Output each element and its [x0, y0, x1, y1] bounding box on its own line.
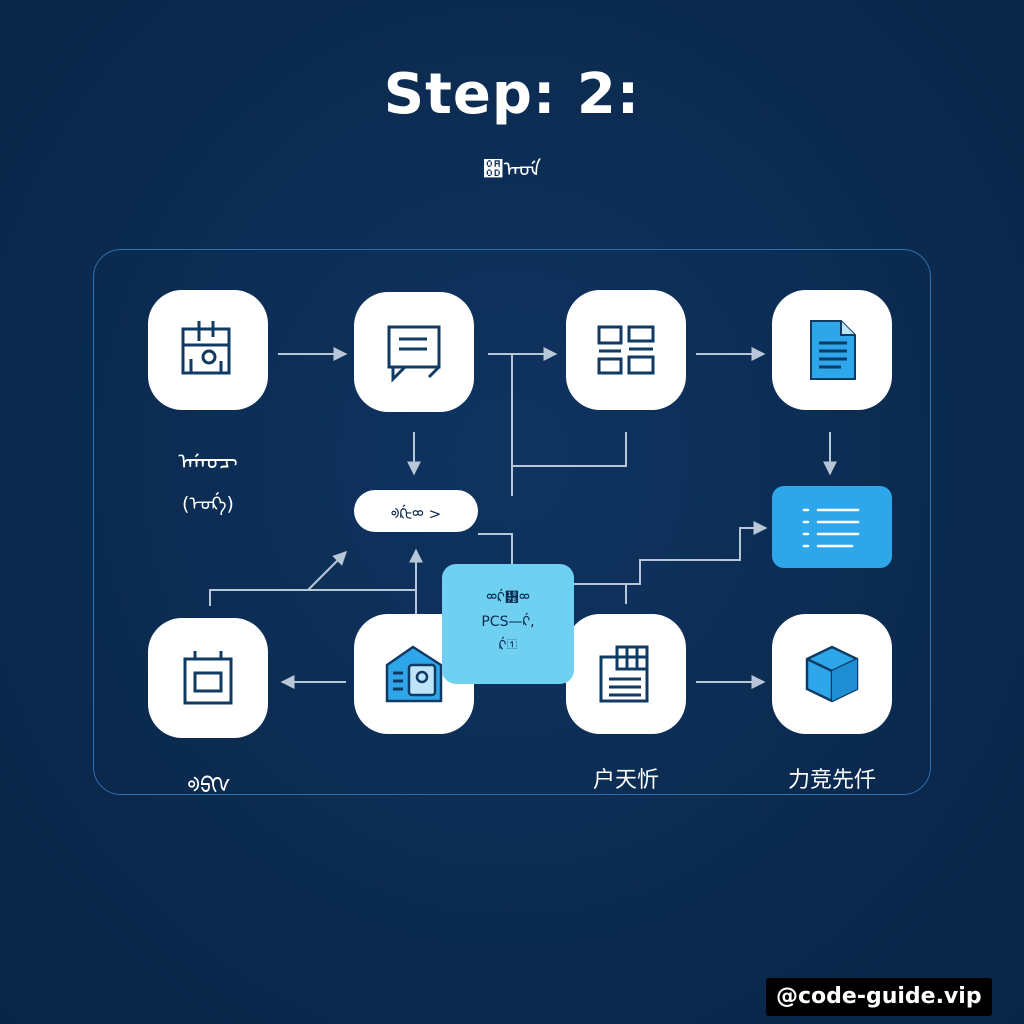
connector-top-3-down: [512, 432, 627, 467]
list-lines-icon: [802, 508, 860, 548]
message-board-icon: [387, 325, 441, 383]
page-title: Step: 2:: [383, 62, 641, 127]
node-bottom-3: [566, 614, 686, 734]
diagram-panel: [93, 249, 931, 795]
node-bottom-4: [772, 614, 892, 734]
node-top-2: [354, 292, 474, 412]
node-top-4: [772, 290, 892, 410]
node-bottom-2: [354, 614, 474, 734]
center-process-box: ᢁᡬ᡻ᢁ PCS—ᡬ, ᡬ᠋: [442, 564, 574, 684]
grid-layout-icon: [597, 325, 655, 375]
watermark: @code-guide.vip: [766, 978, 992, 1016]
node-top-3: [566, 290, 686, 410]
file-document-icon: [810, 320, 856, 380]
center-box-line-2: PCS—ᡬ,: [481, 614, 535, 630]
house-folder-icon: [385, 645, 443, 703]
node-bottom-3-label: 户天忻: [592, 768, 659, 793]
doc-list-box: [772, 486, 892, 568]
arrow-diagonal-to-pill: [307, 551, 347, 591]
node-top-1-sublabel: (ᡝᠣᡬᡝ᠍): [182, 493, 234, 515]
node-top-1-label: ᠠ᠋ᡤᠤ᠋ᠴ: [178, 450, 238, 475]
node-bottom-1: [148, 618, 268, 738]
node-top-1: [148, 290, 268, 410]
process-pill-label: ᢀᡬᡄᢁ >: [390, 505, 442, 523]
node-bottom-4-label: 力竞先仟: [787, 768, 876, 793]
document-map-icon: [181, 321, 231, 375]
building-icon: [183, 651, 233, 705]
center-box-line-3: ᡬ᠋: [498, 638, 518, 654]
page-subtitle: ਍ᠠᠤᡝ: [482, 157, 542, 181]
ledger-icon: [599, 645, 649, 703]
node-bottom-1-label: ᠍ᢀᢒᢉ: [187, 774, 231, 799]
connector-stair: [574, 521, 768, 585]
center-box-line-1: ᢁᡬ᡻ᢁ: [486, 590, 530, 606]
process-pill: ᢀᡬᡄᢁ >: [354, 490, 478, 532]
cube-icon: [805, 645, 859, 703]
connector-pill-to-center: [478, 533, 513, 564]
connector-left-loop: [209, 589, 417, 614]
